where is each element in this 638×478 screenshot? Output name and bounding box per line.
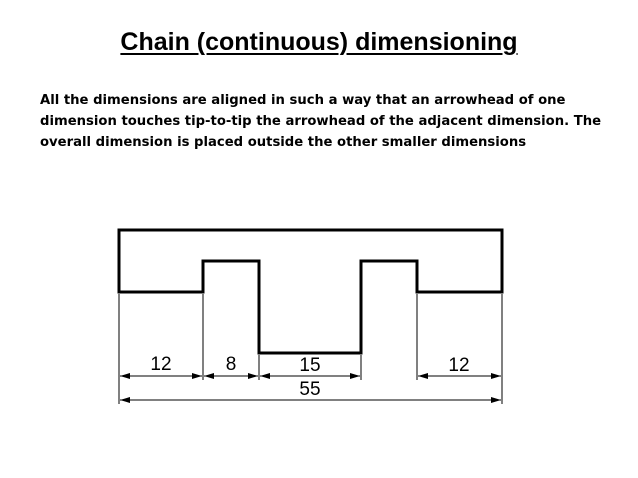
dimension-label-right-step: 12: [448, 355, 469, 376]
slide-title: Chain (continuous) dimensioning: [120, 28, 518, 56]
extension-lines: [118, 294, 503, 404]
dimension-label-overall: 55: [299, 379, 320, 400]
dimension-label-left-step: 12: [150, 354, 171, 375]
dimension-label-center-groove: 15: [299, 355, 320, 376]
slide-body-text: All the dimensions are aligned in such a…: [40, 93, 602, 150]
part-outline: [117, 228, 504, 355]
dimension-label-left-slot: 8: [226, 354, 237, 375]
